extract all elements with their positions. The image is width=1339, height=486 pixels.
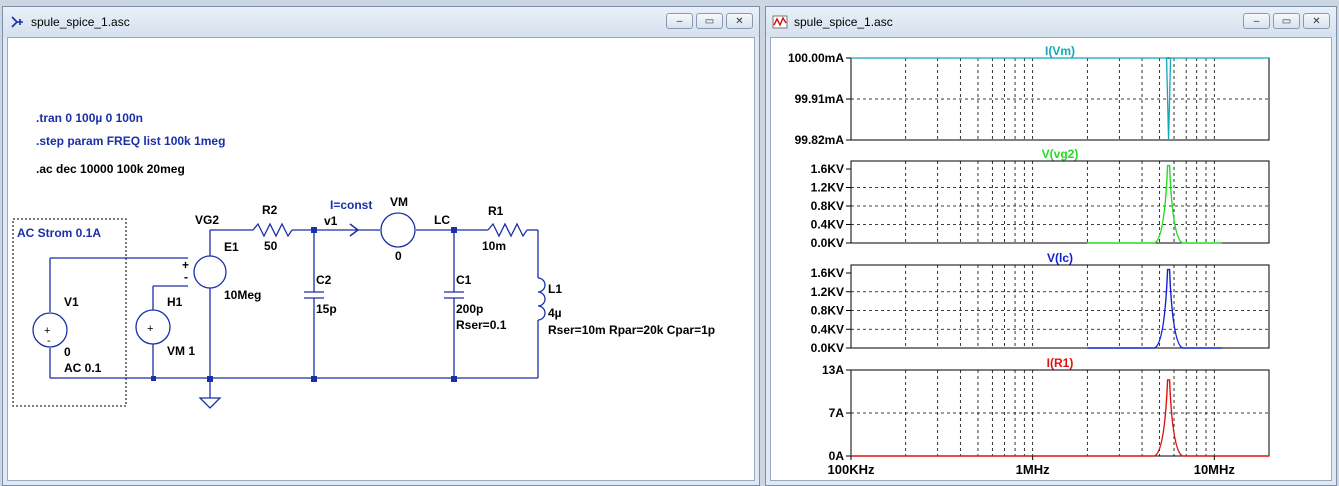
e1-minus: - — [184, 270, 188, 284]
label-v1-dc[interactable]: 0 — [64, 345, 71, 359]
h1-source-symbol — [135, 309, 171, 345]
ytick-label-1-4: 0.0KV — [811, 236, 844, 250]
ac-source-box — [12, 218, 127, 407]
close-button[interactable]: ✕ — [726, 13, 753, 29]
label-r1-val[interactable]: 10m — [482, 239, 507, 253]
plot-title-0: I(Vm) — [1045, 44, 1075, 58]
label-c1-rser[interactable]: Rser=0.1 — [456, 318, 507, 332]
ytick-label-2-4: 0.0KV — [811, 341, 844, 355]
label-v1-ac[interactable]: AC 0.1 — [64, 361, 102, 375]
label-v1[interactable]: V1 — [64, 295, 79, 309]
label-c1-val[interactable]: 200p — [456, 302, 484, 316]
trace-3 — [851, 379, 1269, 457]
schematic-window-title: spule_spice_1.asc — [31, 15, 130, 29]
ytick-label-1-0: 1.6KV — [811, 162, 844, 176]
label-iconst[interactable]: I=const — [330, 198, 373, 212]
v1-source-symbol — [32, 312, 68, 348]
plot-title-2: V(lc) — [1047, 251, 1073, 265]
schematic-drawing[interactable]: + - + — [8, 38, 755, 481]
label-l1[interactable]: L1 — [548, 282, 563, 296]
plot-frame-2 — [850, 264, 1270, 349]
label-vm-val[interactable]: 0 — [395, 249, 402, 263]
label-h1-val[interactable]: VM 1 — [167, 344, 196, 358]
waveform-app-icon — [772, 15, 788, 29]
waveform-plots[interactable]: I(Vm) 100.00mA 99.91mA 99.82mA V(vg2) 1.6KV 1.… — [771, 38, 1332, 481]
e1-source-symbol — [193, 255, 227, 289]
ytick-label-2-0: 1.6KV — [811, 266, 844, 280]
plot-window[interactable]: spule_spice_1.asc ‒ ▭ ✕ I(Vm) 100.00mA 99.… — [765, 6, 1337, 486]
v1-plus: + — [44, 325, 50, 337]
label-h1[interactable]: H1 — [167, 295, 183, 309]
directive-tran[interactable]: .tran 0 100µ 0 100n — [36, 111, 143, 125]
plot-minimize-button[interactable]: ‒ — [1243, 13, 1270, 29]
directive-ac[interactable]: .ac dec 10000 100k 20meg — [36, 162, 185, 176]
ytick-label-2-2: 0.8KV — [811, 304, 844, 318]
xtick-label-0: 100KHz — [828, 462, 875, 477]
label-e1-val[interactable]: 10Meg — [224, 288, 262, 302]
ytick-label-1-3: 0.4KV — [811, 218, 844, 232]
ytick-label-2-3: 0.4KV — [811, 322, 844, 336]
ground-symbol — [198, 397, 222, 409]
label-vg2: VG2 — [195, 213, 220, 227]
v1-minus: - — [47, 335, 51, 347]
label-lc: LC — [434, 213, 450, 227]
schematic-canvas[interactable]: + - + .tran 0 100µ 0 100n .step param FR… — [7, 37, 755, 481]
box-label: AC Strom 0.1A — [17, 226, 102, 240]
plot-close-button[interactable]: ✕ — [1303, 13, 1330, 29]
label-c1[interactable]: C1 — [456, 273, 472, 287]
ytick-label-1-2: 0.8KV — [811, 199, 844, 213]
schematic-app-icon — [11, 16, 23, 28]
ytick-label-2-1: 1.2KV — [811, 285, 844, 299]
ytick-label-1-1: 1.2KV — [811, 181, 844, 195]
label-v1-net: v1 — [324, 214, 338, 228]
maximize-button[interactable]: ▭ — [696, 13, 723, 29]
directive-step[interactable]: .step param FREQ list 100k 1meg — [36, 134, 226, 148]
label-e1[interactable]: E1 — [224, 240, 239, 254]
ytick-label-0-0: 100.00mA — [788, 51, 844, 65]
minimize-button[interactable]: ‒ — [666, 13, 693, 29]
label-vm[interactable]: VM — [390, 195, 408, 209]
plot-title-3: I(R1) — [1047, 356, 1074, 370]
plot-window-title: spule_spice_1.asc — [794, 15, 893, 29]
schematic-titlebar[interactable]: spule_spice_1.asc ‒ ▭ ✕ — [3, 7, 759, 37]
xtick-label-2: 10MHz — [1194, 462, 1236, 477]
ytick-label-3-0: 13A — [822, 363, 844, 377]
trace-2 — [1087, 268, 1222, 349]
plot-frame-1 — [850, 160, 1270, 244]
plot-maximize-button[interactable]: ▭ — [1273, 13, 1300, 29]
plot-titlebar[interactable]: spule_spice_1.asc ‒ ▭ ✕ — [766, 7, 1336, 37]
label-c2-val[interactable]: 15p — [316, 302, 337, 316]
schematic-window[interactable]: spule_spice_1.asc ‒ ▭ ✕ — [2, 6, 760, 486]
plot-title-1: V(vg2) — [1042, 147, 1079, 161]
ytick-label-3-2: 0A — [829, 449, 845, 463]
plot-canvas[interactable]: I(Vm) 100.00mA 99.91mA 99.82mA V(vg2) 1.6KV 1.… — [770, 37, 1332, 481]
xtick-label-1: 1MHz — [1016, 462, 1050, 477]
ytick-label-3-1: 7A — [829, 406, 845, 420]
vm-source-symbol — [380, 212, 416, 248]
ytick-label-0-2: 99.82mA — [795, 133, 845, 147]
label-l1-params[interactable]: Rser=10m Rpar=20k Cpar=1p — [548, 323, 716, 337]
trace-1 — [1087, 164, 1222, 244]
trace-0 — [851, 57, 1269, 141]
label-r2-val[interactable]: 50 — [264, 239, 278, 253]
ytick-label-0-1: 99.91mA — [795, 92, 845, 106]
label-c2[interactable]: C2 — [316, 273, 332, 287]
e1-plus: + — [182, 258, 190, 272]
label-l1-val[interactable]: 4µ — [548, 306, 562, 320]
label-r1[interactable]: R1 — [488, 204, 504, 218]
label-r2[interactable]: R2 — [262, 203, 278, 217]
h1-plus: + — [147, 323, 153, 335]
